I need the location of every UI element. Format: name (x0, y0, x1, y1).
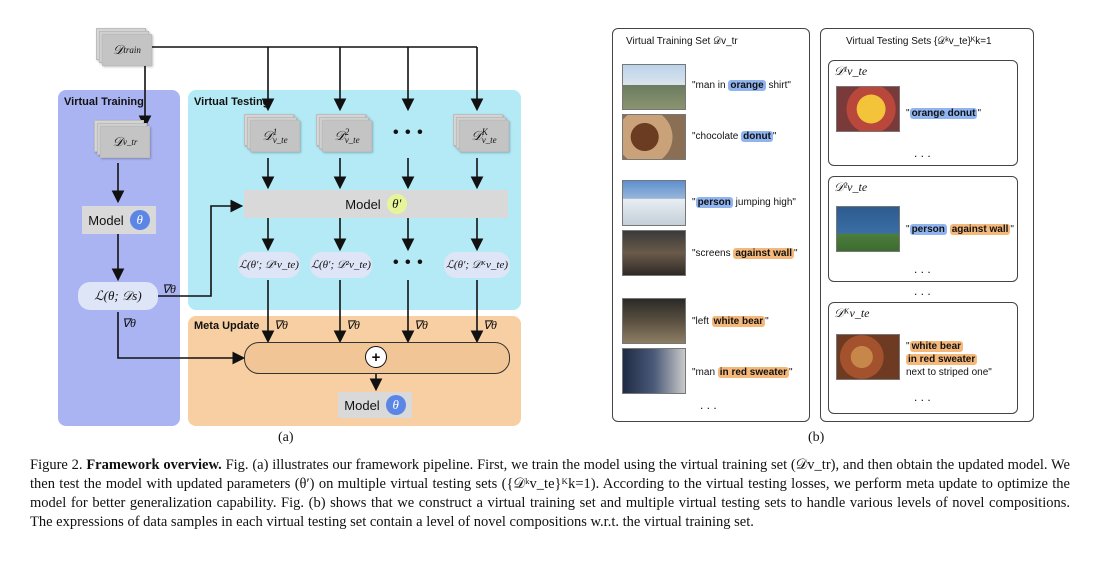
loss-test-pill-2: ℒ(θ′; 𝒟²v_te) (310, 252, 372, 278)
test-set-2-label: 𝒟²v_te (834, 180, 868, 194)
test-set-ellipsis: • • • (393, 124, 424, 141)
train-expression-5: "left white bear" (692, 316, 769, 327)
test-expression-1: "orange donut" (906, 108, 982, 119)
train-image-1 (622, 64, 686, 110)
caption-fig-number: Figure 2. (30, 457, 83, 473)
virtual-testing-sets-title: Virtual Testing Sets {𝒟ᵏv_te}ᴷk=1 (846, 36, 992, 47)
loss-source-pill: ℒ(θ; 𝒟s) (78, 282, 158, 310)
meta-update-title: Meta Update (194, 320, 260, 332)
test-set-2-ellipsis: . . . (914, 262, 931, 276)
loss-test-pill-1: ℒ(θ′; 𝒟¹v_te) (238, 252, 300, 278)
theta-prime-badge: θ′ (386, 194, 407, 214)
grad-label-4: ∇θ (346, 318, 360, 332)
train-image-2 (622, 114, 686, 160)
test-expression-2: "person against wall" (906, 224, 1014, 235)
panel-b-label: (b) (808, 430, 825, 445)
figure-caption: Figure 2. Framework overview. Fig. (a) i… (30, 456, 1070, 532)
grad-label-3: ∇θ (274, 318, 288, 332)
train-image-5 (622, 298, 686, 344)
train-expression-1: "man in orange shirt" (692, 80, 791, 91)
pipeline-arrows (111, 46, 484, 392)
caption-text: Fig. (a) illustrates our framework pipel… (30, 457, 1070, 530)
plus-node: + (365, 346, 387, 368)
model-theta-prime-box: Model θ′ (244, 190, 508, 218)
grad-label-6: ∇θ (483, 318, 497, 332)
theta-badge: θ (129, 210, 150, 230)
virtual-training-set-title: Virtual Training Set 𝒟v_tr (626, 36, 738, 47)
train-expression-2: "chocolate donut" (692, 131, 777, 142)
virtual-testing-title: Virtual Testing (194, 96, 270, 108)
train-image-3 (622, 180, 686, 226)
test-set-k-label: 𝒟ᴷv_te (834, 306, 870, 320)
loss-test-pill-k: ℒ(θ′; 𝒟ᴷv_te) (444, 252, 510, 278)
train-expression-3: "person jumping high" (692, 197, 796, 208)
train-expression-4: "screens against wall" (692, 248, 798, 259)
model-theta-box: Model θ (82, 206, 156, 234)
test-image-2 (836, 206, 900, 252)
between-sets-ellipsis: . . . (914, 284, 931, 298)
test-image-k (836, 334, 900, 380)
model-updated-box: Model θ (338, 392, 412, 418)
train-ellipsis: . . . (700, 398, 717, 412)
grad-label-5: ∇θ (414, 318, 428, 332)
test-set-1-label: 𝒟¹v_te (834, 64, 868, 78)
train-image-4 (622, 230, 686, 276)
test-set-1-ellipsis: . . . (914, 146, 931, 160)
grad-label-1: ∇θ (162, 282, 176, 296)
train-expression-6: "man in red sweater" (692, 367, 793, 378)
test-expression-k: "white bear in red sweater next to strip… (906, 341, 992, 378)
loss-ellipsis: • • • (393, 254, 424, 271)
theta-badge-updated: θ (385, 395, 406, 415)
caption-title: Framework overview. (86, 457, 222, 473)
test-set-k-ellipsis: . . . (914, 390, 931, 404)
train-image-6 (622, 348, 686, 394)
test-image-1 (836, 86, 900, 132)
virtual-training-title: Virtual Training (64, 96, 144, 108)
panel-a-label: (a) (278, 430, 294, 445)
grad-label-2: ∇θ (122, 316, 136, 330)
